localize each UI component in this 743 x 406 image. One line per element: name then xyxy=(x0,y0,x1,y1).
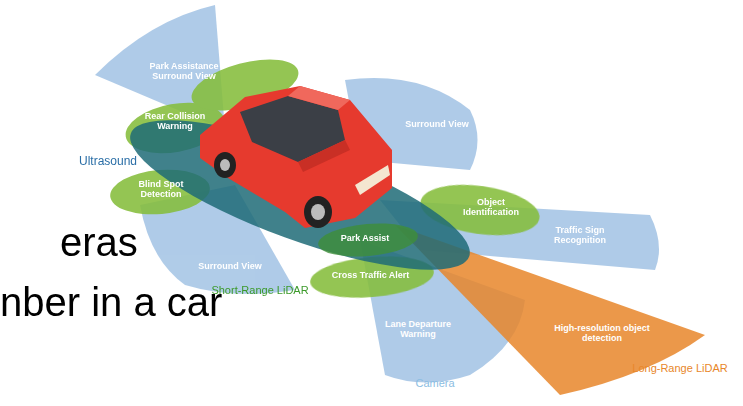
zone-label: Rear Collision Warning xyxy=(142,112,208,132)
background-text: nber in a car xyxy=(0,282,222,322)
zone-label: Park Assistance Surround View xyxy=(140,62,228,82)
zone-label: Cross Traffic Alert xyxy=(318,271,423,281)
background-text: eras xyxy=(60,222,138,262)
zone-label: Traffic Sign Recognition xyxy=(540,226,620,246)
zone-label: High-resolution object detection xyxy=(552,324,652,344)
zone-label: Blind Spot Detection xyxy=(128,180,194,200)
zone-label: Lane Departure Warning xyxy=(378,320,458,340)
park-assist-zone xyxy=(317,220,419,261)
zone-label: Park Assist xyxy=(330,234,400,244)
zone-label: Surround View xyxy=(392,120,482,130)
zone-label: Ultrasound xyxy=(68,155,148,168)
zone-label: Long-Range LiDAR xyxy=(620,362,740,374)
car xyxy=(200,86,392,228)
zone-label: Camera xyxy=(405,377,465,389)
zone-label: Object Identification xyxy=(460,198,522,218)
zone-label: Surround View xyxy=(185,262,275,272)
